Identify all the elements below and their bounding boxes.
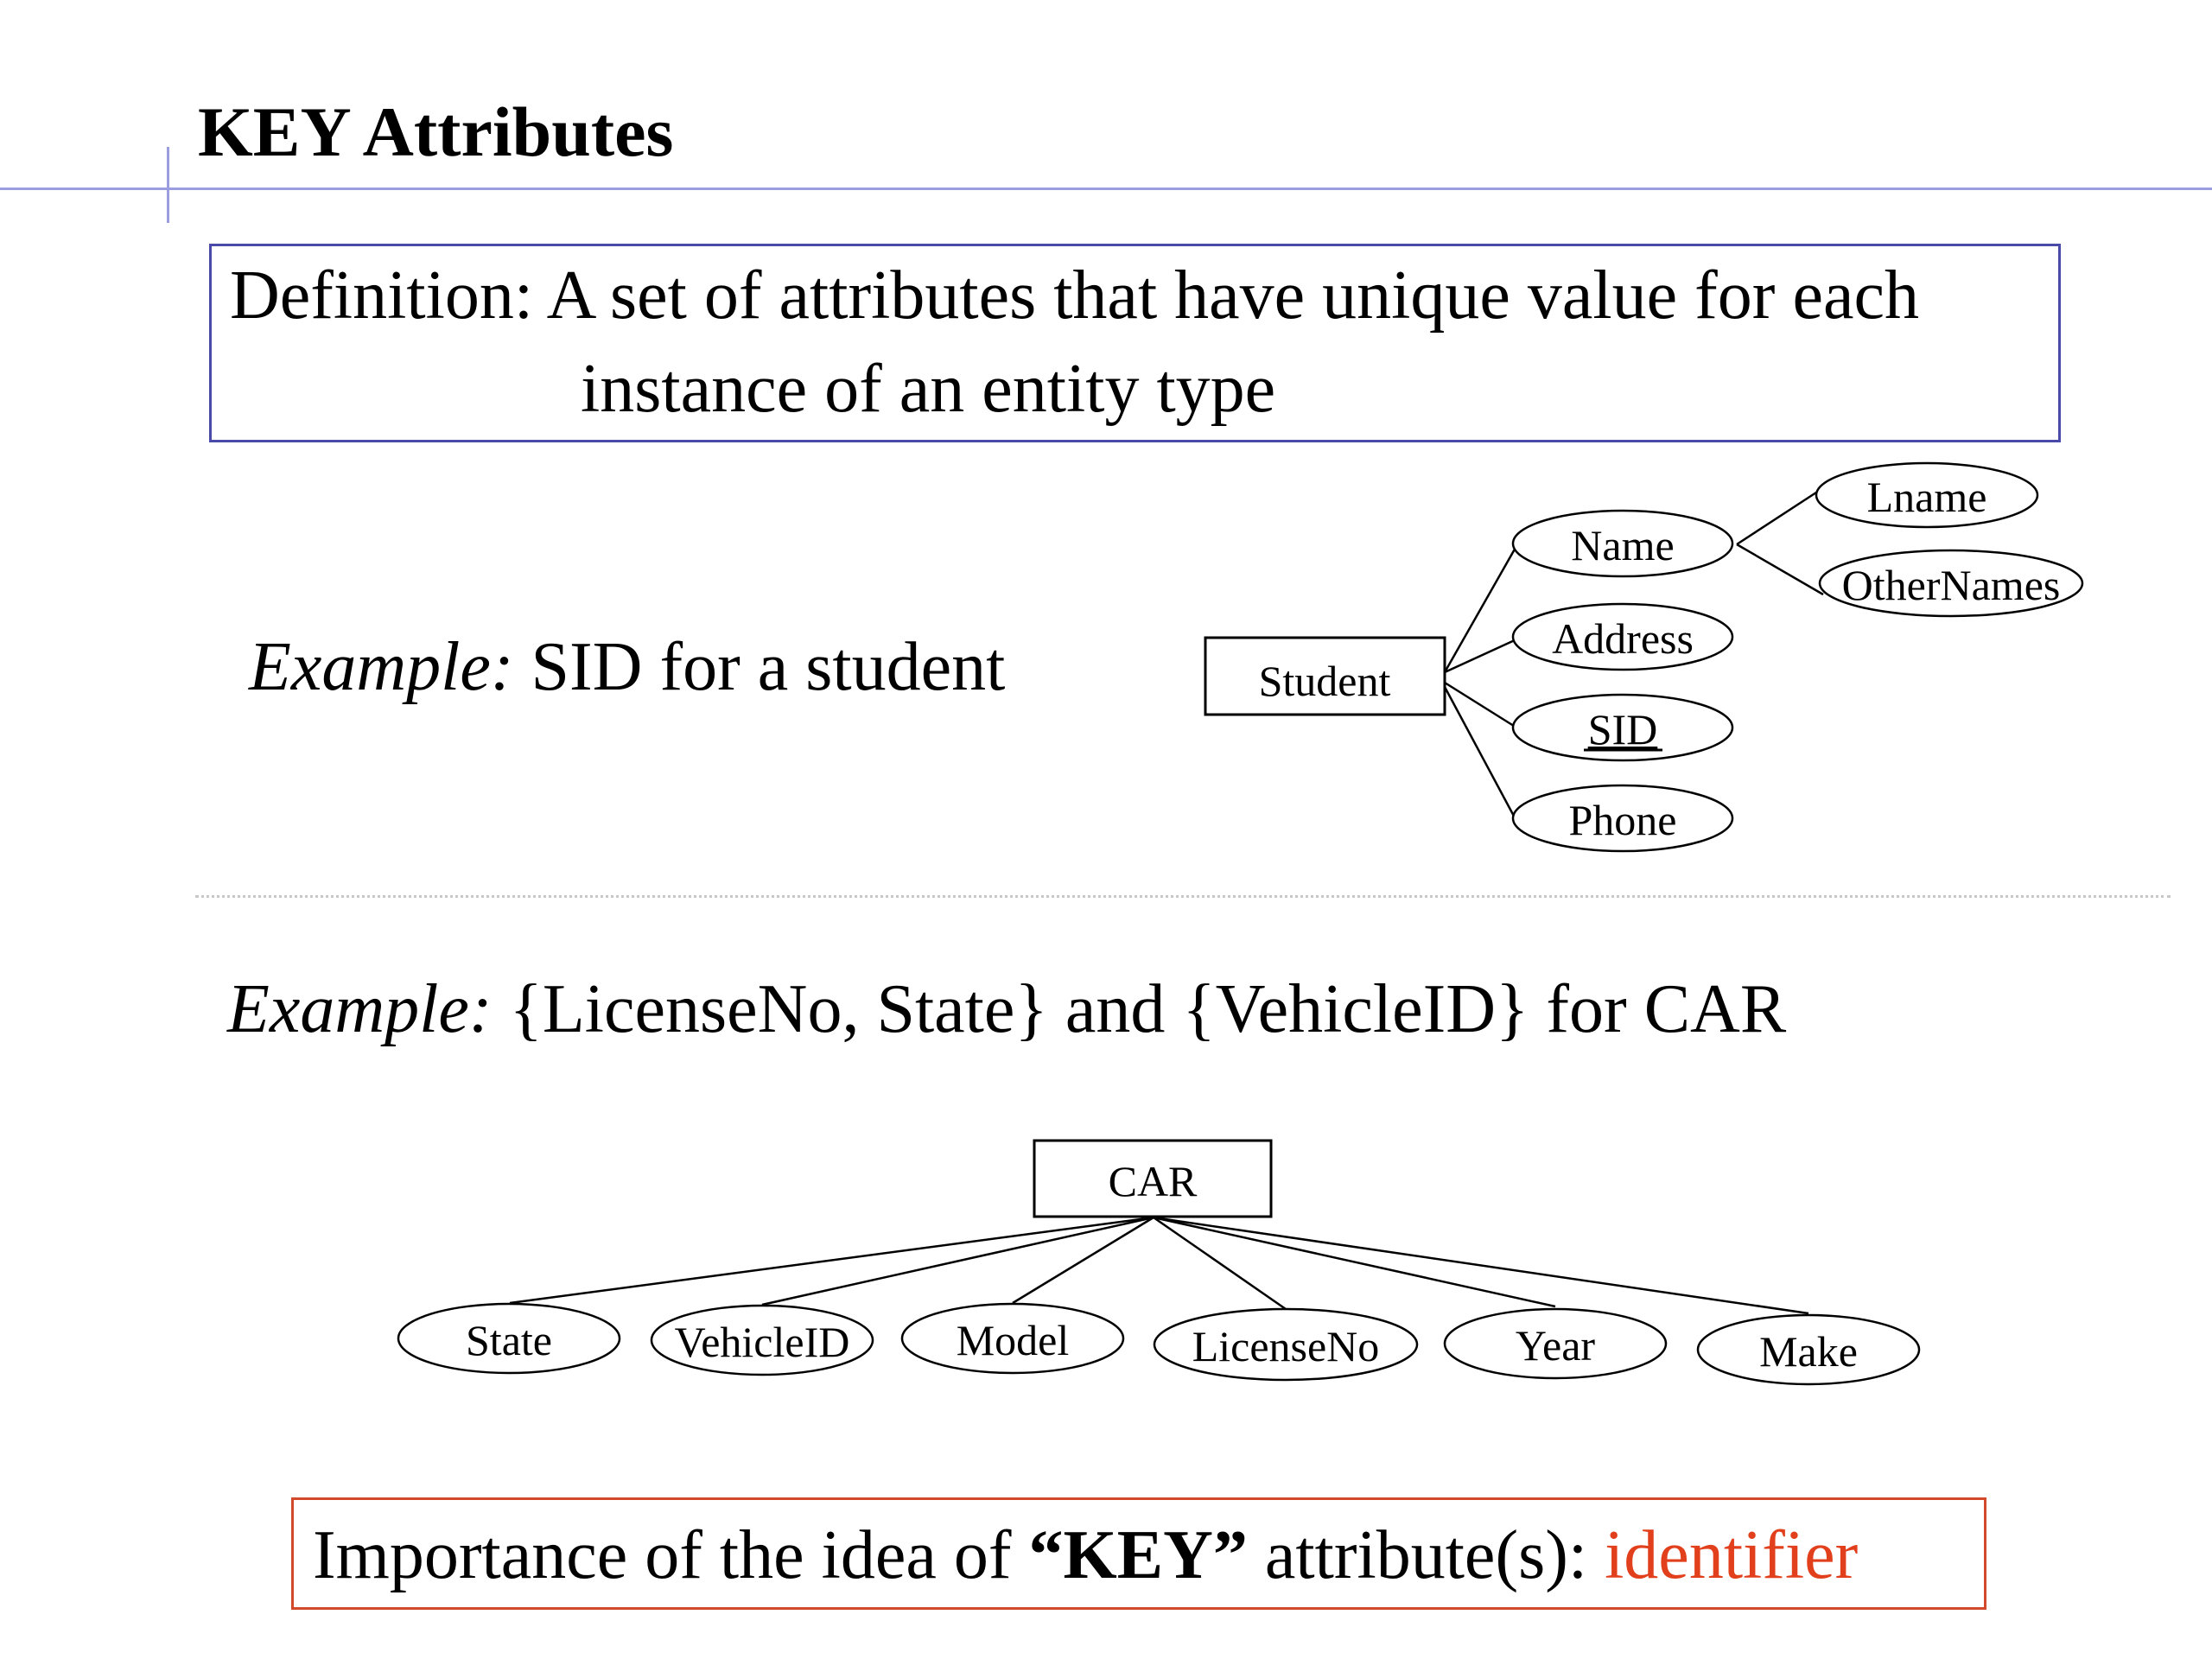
attribute-vehicleid: VehicleID bbox=[650, 1304, 874, 1376]
connector-sid bbox=[1444, 681, 1517, 729]
attribute-name: Name bbox=[1511, 509, 1734, 578]
attribute-lname: Lname bbox=[1815, 461, 2039, 529]
attribute-othernames: OtherNames bbox=[1818, 549, 2084, 618]
connector-model bbox=[1012, 1216, 1154, 1305]
attribute-ellipse bbox=[1511, 693, 1734, 762]
section-separator bbox=[195, 895, 2171, 898]
attribute-ellipse bbox=[1511, 509, 1734, 578]
attribute-label: OtherNames bbox=[1842, 561, 2061, 609]
connector-year bbox=[1153, 1216, 1556, 1308]
attribute-ellipse bbox=[650, 1304, 874, 1376]
connector-address bbox=[1444, 638, 1517, 674]
connector-phone bbox=[1443, 686, 1518, 822]
attribute-label: Address bbox=[1552, 614, 1694, 663]
connector-othernames bbox=[1736, 543, 1824, 596]
definition-line-1: Definition: A set of attributes that hav… bbox=[230, 257, 1919, 334]
attribute-phone: Phone bbox=[1511, 784, 1734, 853]
attribute-label: Phone bbox=[1569, 796, 1677, 844]
example-label: Example: bbox=[249, 629, 514, 705]
attribute-ellipse bbox=[1153, 1307, 1419, 1382]
attribute-model: Model bbox=[900, 1302, 1125, 1375]
key-attribute-label: SID bbox=[1588, 705, 1658, 753]
student-entity-box bbox=[1204, 636, 1446, 716]
importance-prefix: Importance of the idea of bbox=[313, 1517, 1029, 1593]
example-text: {LicenseNo, State} and {VehicleID} for C… bbox=[492, 971, 1787, 1047]
connector-make bbox=[1153, 1216, 1809, 1315]
attribute-label: Name bbox=[1571, 521, 1674, 569]
attribute-ellipse bbox=[1511, 784, 1734, 853]
attribute-address: Address bbox=[1511, 602, 1734, 671]
attribute-ellipse bbox=[1696, 1313, 1921, 1386]
attribute-ellipse bbox=[900, 1302, 1125, 1375]
attribute-licenseno: LicenseNo bbox=[1153, 1307, 1419, 1382]
title-rule bbox=[0, 188, 2212, 190]
attribute-label: Lname bbox=[1867, 473, 1987, 521]
connector-vehicleid bbox=[761, 1216, 1154, 1306]
title-tick bbox=[167, 147, 169, 223]
connector-name bbox=[1443, 545, 1518, 673]
attribute-state: State bbox=[397, 1302, 621, 1375]
definition-line-2: instance of an entity type bbox=[581, 351, 1276, 427]
importance-emphasis: “KEY” bbox=[1028, 1517, 1248, 1593]
importance-highlight: identifier bbox=[1605, 1517, 1859, 1593]
example-text: SID for a student bbox=[513, 629, 1006, 705]
connector-lname bbox=[1736, 489, 1820, 546]
attribute-ellipse bbox=[1511, 602, 1734, 671]
definition-box bbox=[209, 244, 2061, 442]
example-car: Example: {LicenseNo, State} and {Vehicle… bbox=[227, 975, 1786, 1044]
attribute-label: Year bbox=[1516, 1321, 1595, 1370]
attribute-label: LicenseNo bbox=[1192, 1322, 1380, 1370]
connector-state bbox=[509, 1216, 1154, 1305]
car-entity-box bbox=[1033, 1139, 1273, 1218]
attribute-year: Year bbox=[1443, 1307, 1668, 1380]
attribute-ellipse bbox=[1443, 1307, 1668, 1380]
attribute-label: Make bbox=[1759, 1327, 1858, 1376]
importance-middle: attribute(s): bbox=[1247, 1517, 1605, 1593]
importance-statement: Importance of the idea of “KEY” attribut… bbox=[313, 1521, 1858, 1590]
attribute-label: Model bbox=[957, 1316, 1070, 1364]
attribute-ellipse bbox=[397, 1302, 621, 1375]
slide-title: KEY Attributes bbox=[198, 92, 674, 171]
attribute-ellipse bbox=[1818, 549, 2084, 618]
importance-box bbox=[291, 1497, 1986, 1610]
student-entity-label: Student bbox=[1259, 657, 1391, 705]
example-student: Example: SID for a student bbox=[249, 632, 1005, 702]
attribute-label: VehicleID bbox=[675, 1318, 850, 1366]
attribute-label: State bbox=[466, 1316, 552, 1364]
car-entity-label: CAR bbox=[1109, 1157, 1198, 1205]
attribute-make: Make bbox=[1696, 1313, 1921, 1386]
connector-licenseno bbox=[1153, 1216, 1287, 1311]
attribute-sid-key: SID bbox=[1511, 693, 1734, 762]
example-label: Example: bbox=[227, 971, 493, 1047]
attribute-ellipse bbox=[1815, 461, 2039, 529]
